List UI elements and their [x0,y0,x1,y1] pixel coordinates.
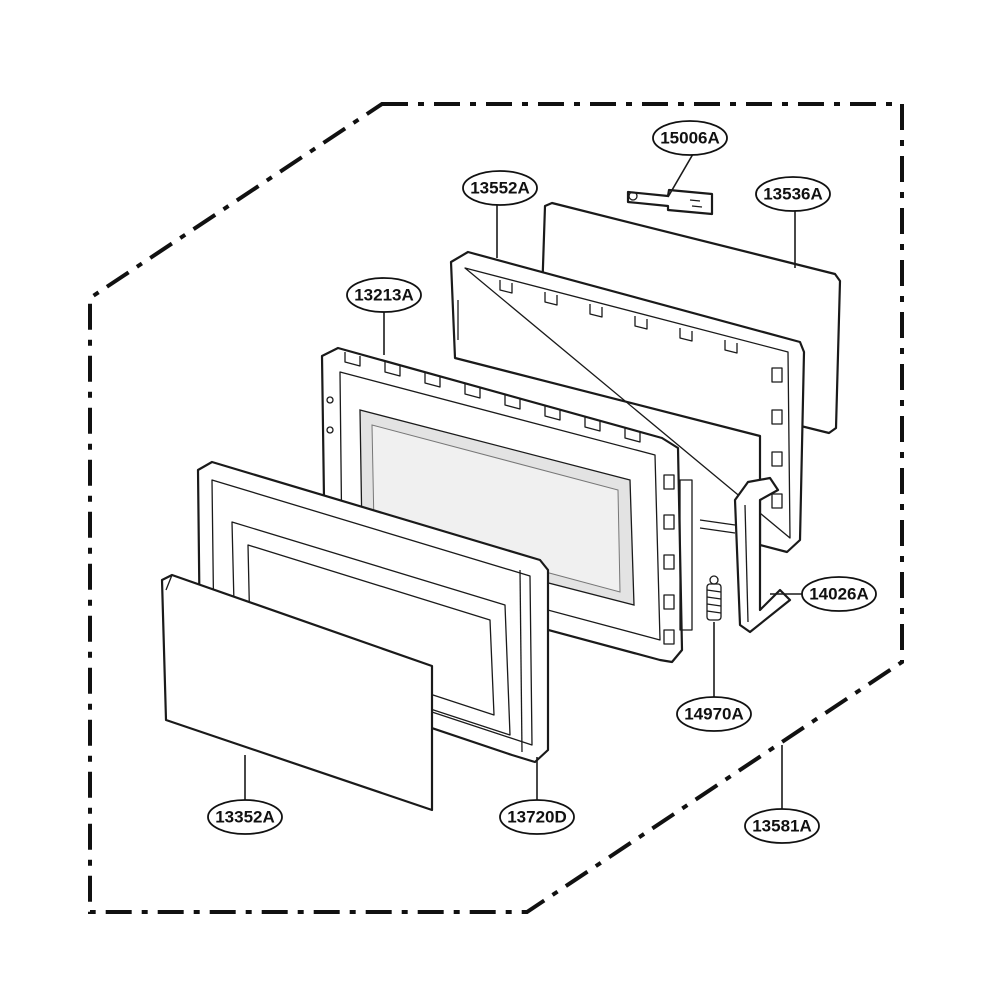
leader-lines [244,153,803,809]
callout-label-13213A: 13213A [354,286,414,305]
callout-15006A: 15006A [652,120,728,156]
part-13352A-front-panel [160,573,434,812]
callout-label-13720D: 13720D [507,808,567,827]
callout-13581A: 13581A [744,808,820,844]
callout-label-13552A: 13552A [470,179,530,198]
callout-13352A: 13352A [207,799,283,835]
callout-13720D: 13720D [499,799,575,835]
callout-label-13536A: 13536A [763,185,823,204]
callout-13213A: 13213A [346,277,422,313]
callout-13536A: 13536A [755,176,831,212]
callout-14026A: 14026A [801,576,877,612]
callout-14970A: 14970A [676,696,752,732]
callout-label-13352A: 13352A [215,808,275,827]
part-14970A-spring [706,575,722,621]
callout-label-13581A: 13581A [752,817,812,836]
assembly-boundary [88,102,904,914]
part-15006A-bracket [626,188,714,216]
callout-label-14970A: 14970A [684,705,744,724]
part-14026A-latch-hook [699,476,792,634]
part-13552A-inner-frame [449,250,806,554]
callout-label-15006A: 15006A [660,129,720,148]
callout-label-14026A: 14026A [809,585,869,604]
callout-13552A: 13552A [462,170,538,206]
